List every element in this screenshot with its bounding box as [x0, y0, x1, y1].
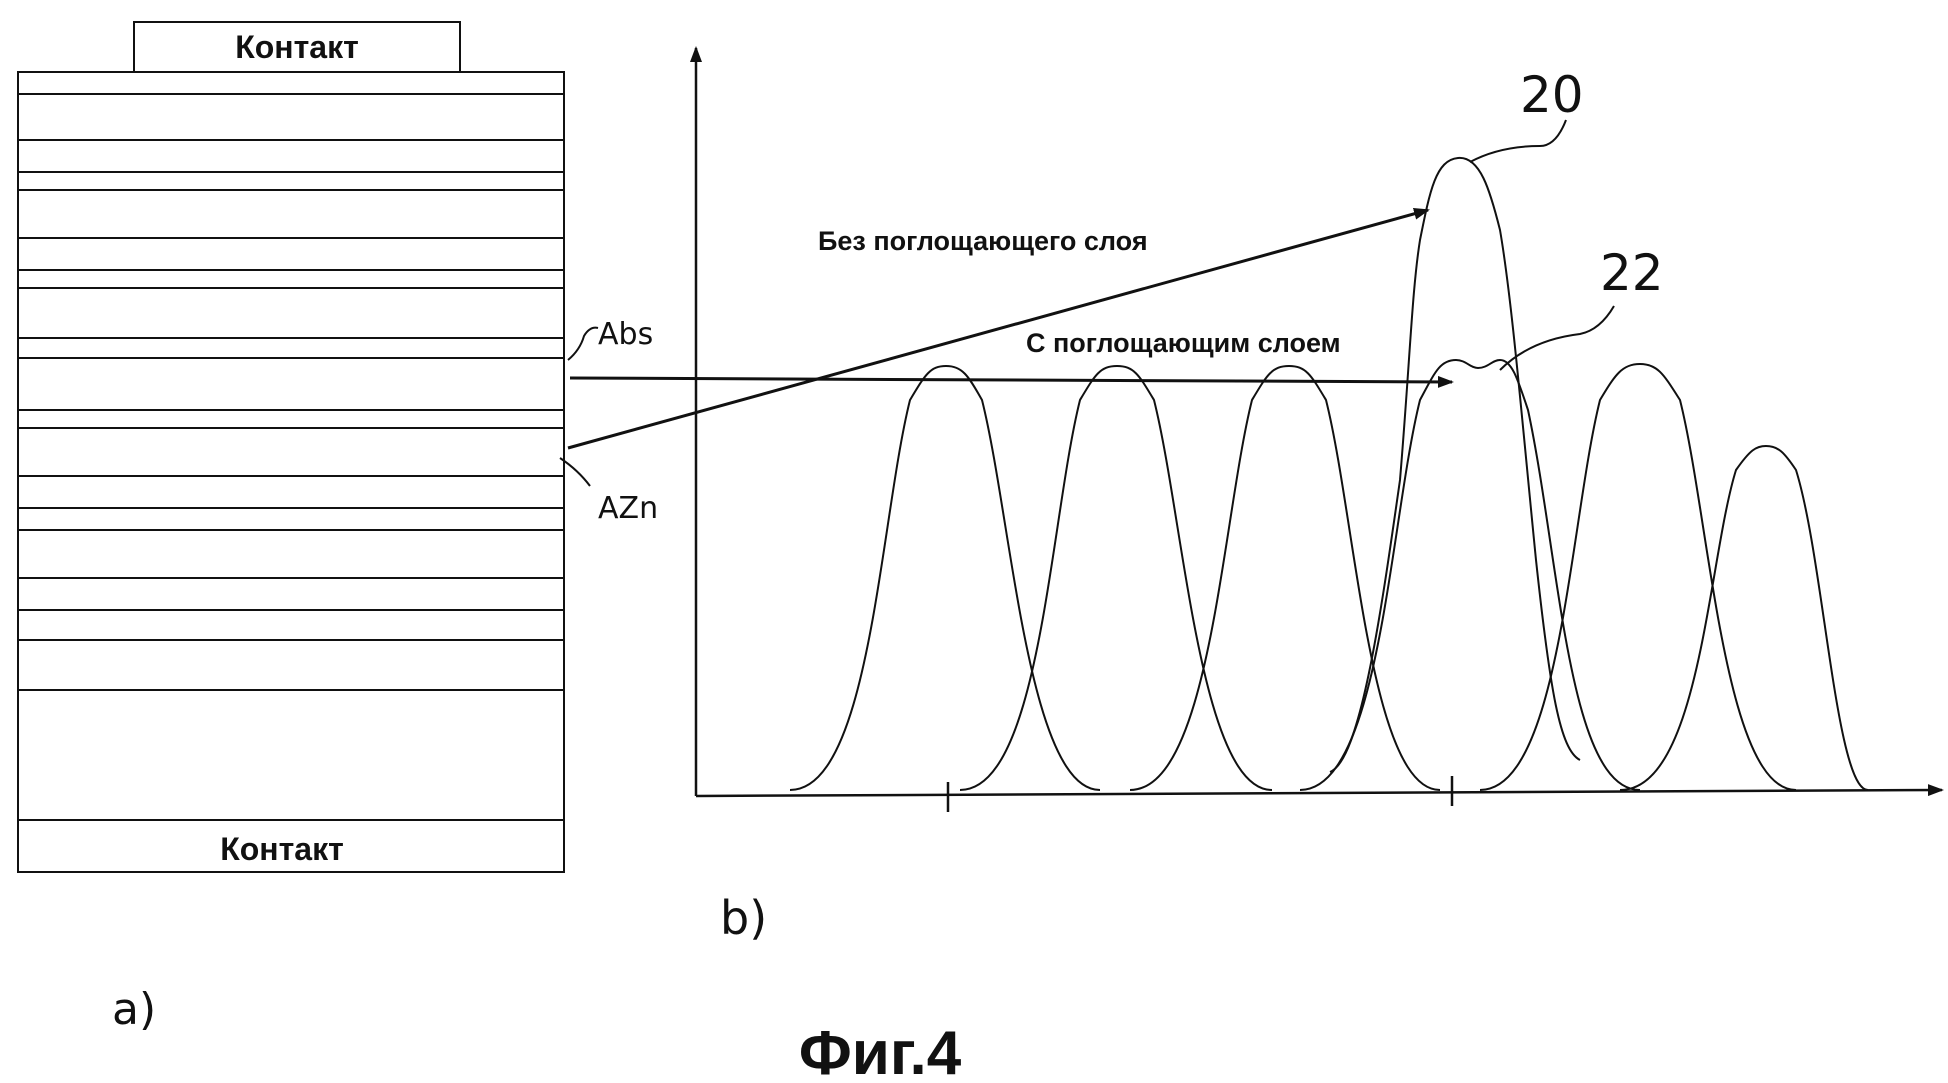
- azn-label: AZn: [598, 491, 658, 526]
- top-contact-label: Контакт: [235, 29, 359, 65]
- peak-2: [959, 364, 1273, 791]
- panel-a-tag: a): [112, 984, 156, 1035]
- annotation-without-absorber: Без поглощающего слоя: [818, 226, 1148, 256]
- curve-label-20: 20: [1520, 66, 1584, 124]
- peak-6: [1619, 444, 1869, 791]
- leader-20: [1469, 119, 1567, 163]
- curve-leaders: [1469, 119, 1615, 371]
- abs-leader: [567, 326, 599, 361]
- annotation-with-absorber: С поглощающим слоем: [1026, 328, 1341, 358]
- peak-3: [1129, 364, 1441, 791]
- layer-stack: [17, 21, 565, 873]
- leader-22: [1499, 305, 1615, 371]
- abs-label: Abs: [598, 317, 653, 352]
- peak-5: [1479, 362, 1797, 791]
- annotation-arrows: [567, 207, 1454, 450]
- layer-leaders: [559, 326, 599, 487]
- peak-4-curve-22: [1299, 358, 1641, 791]
- x-axis: [695, 784, 1944, 798]
- arrow-with-absorber: [569, 375, 1454, 388]
- arrow-without-absorber: [567, 207, 1430, 450]
- bottom-contact-label: Контакт: [220, 831, 344, 867]
- curve-label-22: 22: [1600, 244, 1664, 302]
- peak-1: [789, 364, 1101, 791]
- azn-leader: [559, 457, 591, 487]
- panel-b-tag: b): [720, 891, 767, 945]
- curve-20: [1329, 156, 1581, 773]
- stack-outline: [17, 71, 565, 873]
- spectrum-curves: [789, 156, 1869, 791]
- figure-caption: Фиг.4: [799, 1019, 962, 1083]
- plot-axes: [690, 46, 1944, 812]
- layer-lines: [18, 93, 564, 821]
